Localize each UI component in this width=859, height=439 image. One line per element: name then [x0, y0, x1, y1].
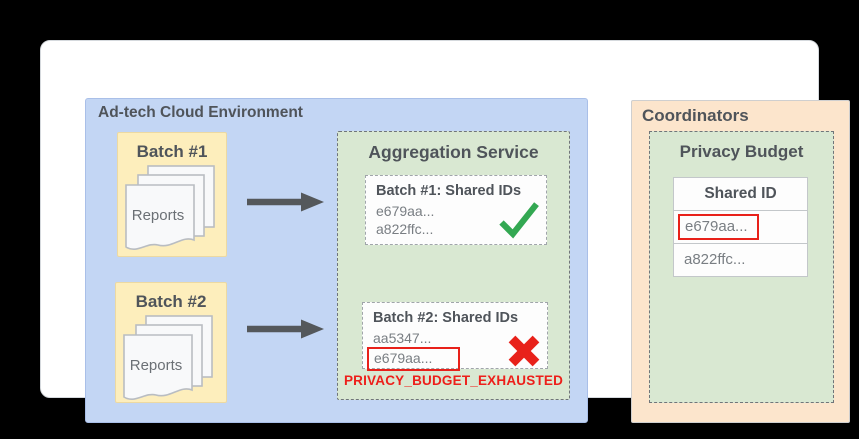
aggregation-service-title: Aggregation Service [368, 142, 539, 162]
exhausted-shared-id-highlight: e679aa... [678, 214, 759, 240]
diagram-card: Ad-tech Cloud Environment Batch #1 Repor… [40, 40, 850, 423]
stacked-documents-icon [125, 165, 215, 251]
reports-stack-icon: Reports [122, 163, 222, 258]
duplicate-shared-id-highlight: e679aa... [367, 347, 461, 371]
success-check-icon [499, 202, 539, 239]
stacked-documents-icon [123, 315, 213, 401]
table-row: e679aa... [674, 210, 807, 243]
shared-id-value: aa5347... [373, 330, 432, 346]
batch-1-label: Batch #1 [136, 142, 208, 161]
adtech-environment-title: Ad-tech Cloud Environment [98, 104, 303, 121]
reports-stack-icon: Reports [120, 313, 220, 408]
error-x-icon [508, 335, 540, 367]
batch-1-box: Batch #1 Reports [117, 132, 227, 257]
reports-label: Reports [131, 207, 185, 224]
batch-2-shared-ids-box: Batch #2: Shared IDs aa5347... e679aa... [362, 302, 548, 371]
batch-2-label: Batch #2 [135, 292, 207, 311]
privacy-budget-panel: Privacy Budget Shared ID e679aa... a822f… [649, 131, 834, 403]
batch-2-box: Batch #2 Reports [115, 282, 227, 403]
adtech-environment-panel: Ad-tech Cloud Environment Batch #1 Repor… [85, 98, 588, 423]
reports-label: Reports [129, 357, 183, 374]
coordinators-panel: Coordinators Privacy Budget Shared ID e6… [631, 100, 850, 423]
aggregation-service-panel: Aggregation Service Batch #1: Shared IDs… [337, 131, 570, 400]
table-row: a822ffc... [674, 243, 807, 276]
batch-1-shared-ids-title: Batch #1: Shared IDs [376, 183, 522, 199]
coordinators-title: Coordinators [642, 106, 749, 125]
batch-2-flow-arrow-icon [247, 319, 324, 339]
batch-2-shared-ids-title: Batch #2: Shared IDs [373, 310, 519, 326]
shared-id-table: Shared ID e679aa... a822ffc... [673, 177, 808, 277]
shared-id-table-header: Shared ID [704, 185, 777, 202]
shared-id-value: e679aa... [376, 203, 435, 219]
shared-id-value: a822ffc... [376, 221, 434, 238]
privacy-budget-exhausted-error: PRIVACY_BUDGET_EXHAUSTED [343, 373, 564, 388]
privacy-budget-title: Privacy Budget [679, 142, 804, 161]
batch-1-flow-arrow-icon [247, 192, 324, 212]
batch-1-shared-ids-box: Batch #1: Shared IDs e679aa... a822ffc..… [365, 175, 547, 245]
